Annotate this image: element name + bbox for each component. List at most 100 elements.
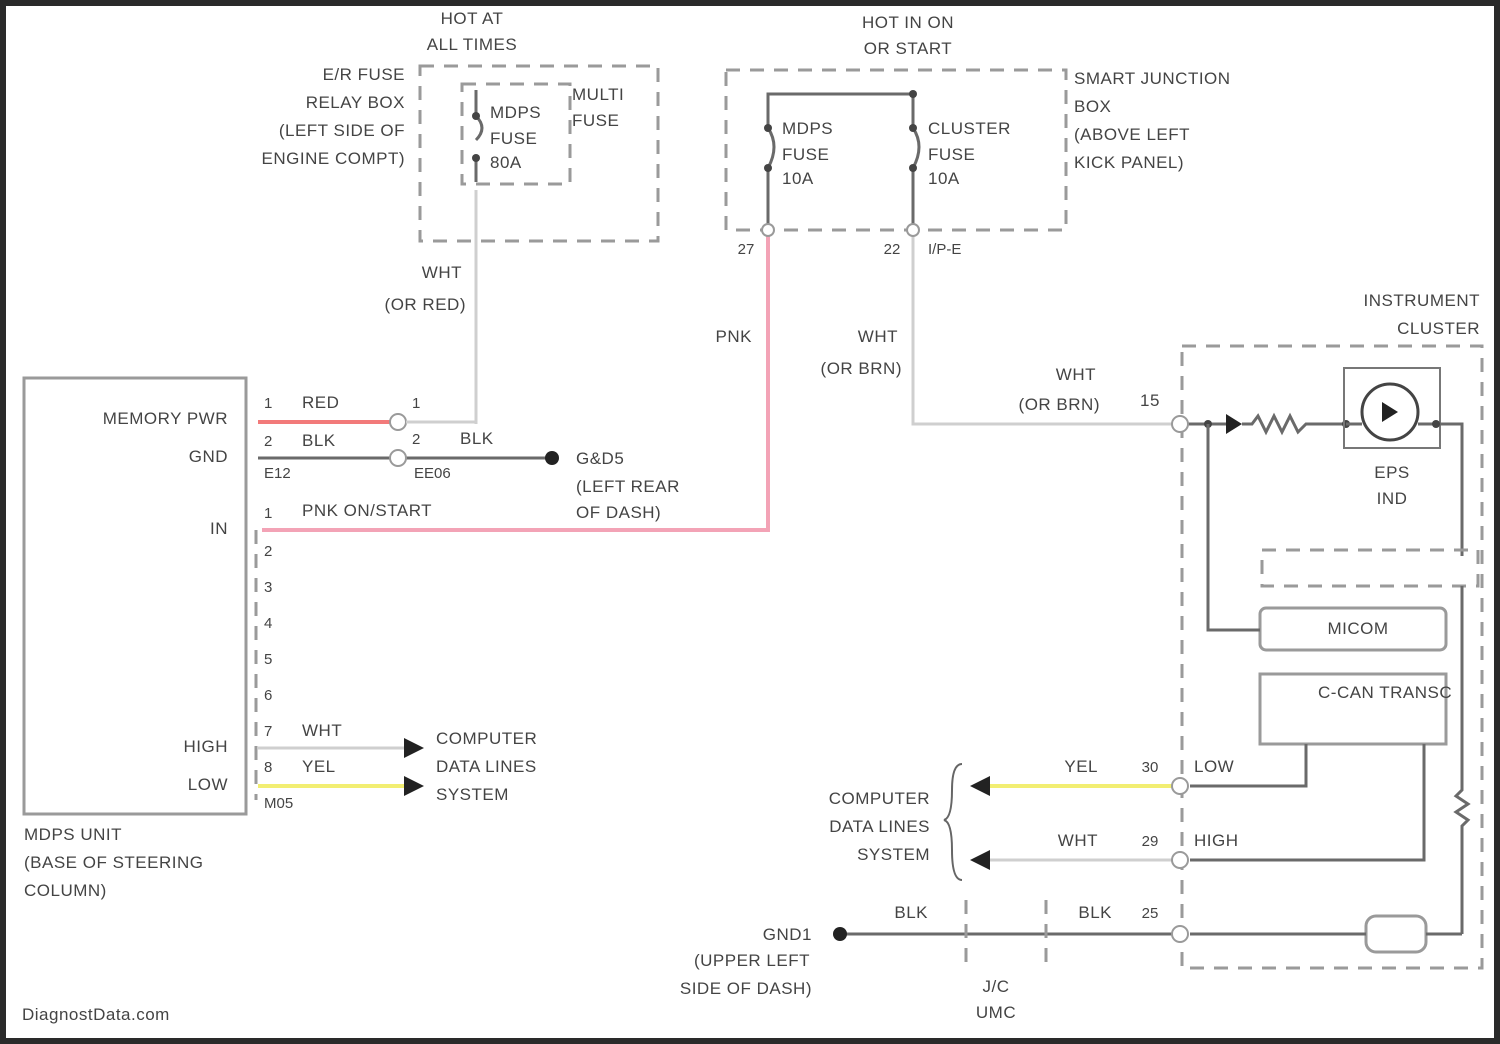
cluster-fuse-3: 10A bbox=[928, 169, 960, 188]
mdps-pin-b3: 3 bbox=[264, 579, 272, 596]
cluster-high: HIGH bbox=[1194, 831, 1239, 850]
junction-hot-2: OR START bbox=[864, 39, 952, 58]
mdps-80a-fuse-symbol bbox=[476, 90, 482, 182]
cluster-connector bbox=[1172, 416, 1188, 432]
cluster-connector bbox=[1172, 852, 1188, 868]
mdps-pin-b5: 5 bbox=[264, 651, 272, 668]
mdps-ign: IN bbox=[210, 519, 228, 538]
wire-label-or-red: (OR RED) bbox=[385, 295, 466, 314]
wire-label-wht-2: WHT bbox=[858, 327, 898, 346]
connector-e12-2 bbox=[390, 450, 406, 466]
bracket-icon bbox=[944, 764, 962, 880]
cluster-low: LOW bbox=[1194, 757, 1234, 776]
eps-ind-1: EPS bbox=[1374, 463, 1410, 482]
micom-group-outline bbox=[1262, 550, 1478, 586]
multi-fuse-1: MULTI bbox=[572, 85, 624, 104]
fuse-box-hot-2: ALL TIMES bbox=[427, 35, 517, 54]
arrow-right-icon bbox=[404, 776, 424, 796]
fuse-node bbox=[472, 112, 480, 120]
wire-label-or-brn: (OR BRN) bbox=[821, 359, 902, 378]
wire-label-blk-4: BLK bbox=[1078, 903, 1112, 922]
conn-pin-2: 2 bbox=[412, 431, 420, 448]
wire-label-blk-2: BLK bbox=[460, 429, 494, 448]
wire-label-pnk-onstart: PNK ON/START bbox=[302, 501, 432, 520]
mdps-conn-m05: M05 bbox=[264, 795, 293, 812]
ground-label: G&D5 bbox=[576, 449, 624, 468]
wire-label-wht-3: WHT bbox=[1056, 365, 1096, 384]
gnd1-label: GND1 bbox=[763, 925, 812, 944]
cluster-pin-29: 29 bbox=[1142, 833, 1159, 850]
mdps-pin-1: 1 bbox=[264, 395, 272, 412]
mdps-memory-pwr: MEMORY PWR bbox=[103, 409, 228, 428]
mdps-fuse-80a-2: FUSE bbox=[490, 129, 537, 148]
junction-pin-27: 27 bbox=[738, 241, 755, 258]
jc-label-2: UMC bbox=[976, 1003, 1016, 1022]
data-lines-left-1: COMPUTER bbox=[436, 729, 537, 748]
mdps-name-1: MDPS UNIT bbox=[24, 825, 122, 844]
junction-name-2: BOX bbox=[1074, 97, 1111, 116]
ground-point-icon bbox=[545, 451, 559, 465]
wire-label-yel: YEL bbox=[302, 757, 336, 776]
ground-loc-2: OF DASH) bbox=[576, 503, 661, 522]
wire-label-wht-high: WHT bbox=[302, 721, 342, 740]
junction-node bbox=[909, 124, 917, 132]
micom-label: MICOM bbox=[1327, 619, 1388, 638]
wire-label-yel-2: YEL bbox=[1064, 757, 1098, 776]
arrow-left-icon bbox=[970, 850, 990, 870]
conn-pin-1: 1 bbox=[412, 395, 420, 412]
junction-node bbox=[909, 164, 917, 172]
junction-node bbox=[764, 124, 772, 132]
watermark: DiagnostData.com bbox=[22, 1005, 170, 1024]
fuse-box-hot-1: HOT AT bbox=[441, 9, 504, 28]
data-lines-right-2: DATA LINES bbox=[829, 817, 930, 836]
wire-label-blk-3: BLK bbox=[894, 903, 928, 922]
cluster-connector bbox=[1172, 926, 1188, 942]
mdps-pin-b6: 6 bbox=[264, 687, 272, 704]
mdps-pin-b2: 2 bbox=[264, 543, 272, 560]
cluster-connector bbox=[1172, 778, 1188, 794]
ccan-label: C-CAN TRANSC bbox=[1318, 683, 1452, 702]
mdps-fuse-80a-3: 80A bbox=[490, 153, 522, 172]
wire-label-or-brn-2: (OR BRN) bbox=[1019, 395, 1100, 414]
mdps-conn-e12: E12 bbox=[264, 465, 291, 482]
data-lines-right-1: COMPUTER bbox=[829, 789, 930, 808]
data-lines-right-3: SYSTEM bbox=[857, 845, 930, 864]
wire-label-pnk: PNK bbox=[716, 327, 753, 346]
ground-conn: EE06 bbox=[414, 465, 451, 482]
data-lines-left-3: SYSTEM bbox=[436, 785, 509, 804]
eps-led-icon bbox=[1382, 402, 1398, 422]
junction-pin-22: 22 bbox=[884, 241, 901, 258]
cluster-pin-25: 25 bbox=[1142, 905, 1159, 922]
ground-loc-1: (LEFT REAR bbox=[576, 477, 680, 496]
cluster-name-1: INSTRUMENT bbox=[1364, 291, 1480, 310]
mdps-name-2: (BASE OF STEERING bbox=[24, 853, 203, 872]
multi-fuse-2: FUSE bbox=[572, 111, 619, 130]
fuse-box-name-1: E/R FUSE bbox=[323, 65, 405, 84]
termination-resistor-icon bbox=[1456, 760, 1468, 934]
mdps-low: LOW bbox=[188, 775, 228, 794]
cluster-pin-30: 30 bbox=[1142, 759, 1159, 776]
mdps-name-3: COLUMN) bbox=[24, 881, 107, 900]
jc-label-1: J/C bbox=[983, 977, 1010, 996]
fuse-node bbox=[472, 154, 480, 162]
mdps-fuse-10a-3: 10A bbox=[782, 169, 814, 188]
junction-name-1: SMART JUNCTION bbox=[1074, 69, 1231, 88]
eps-lamp-box bbox=[1344, 368, 1440, 448]
ground-block-icon bbox=[1366, 916, 1426, 952]
cluster-pin-15: 15 bbox=[1140, 391, 1160, 410]
connector-e12-1 bbox=[390, 414, 406, 430]
mdps-pin-2: 2 bbox=[264, 433, 272, 450]
data-lines-left-2: DATA LINES bbox=[436, 757, 537, 776]
cluster-internal-wire bbox=[1208, 424, 1260, 630]
junction-name-3: (ABOVE LEFT bbox=[1074, 125, 1190, 144]
fuse-box-name-2: RELAY BOX bbox=[306, 93, 405, 112]
cluster-fuse-1: CLUSTER bbox=[928, 119, 1011, 138]
mdps-fuse-10a-2: FUSE bbox=[782, 145, 829, 164]
fuse-box-name-4: ENGINE COMPT) bbox=[262, 149, 405, 168]
resistor-icon bbox=[1242, 416, 1346, 432]
junction-node bbox=[764, 164, 772, 172]
junction-connector bbox=[762, 224, 774, 236]
instrument-cluster-outline bbox=[1182, 346, 1482, 968]
junction-node bbox=[909, 90, 917, 98]
